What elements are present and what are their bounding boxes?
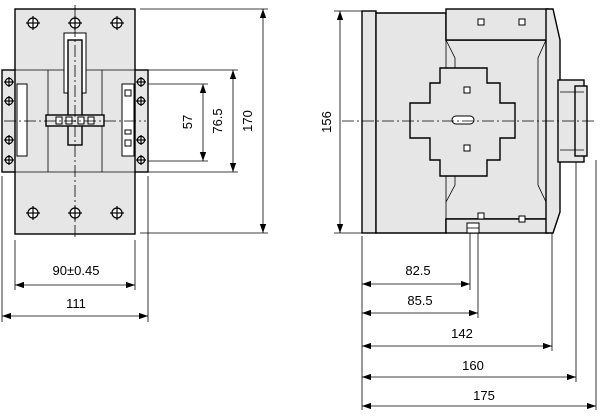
dim-label-156: 156 [319, 111, 334, 133]
screw-top-left [26, 16, 40, 30]
dim-label-142: 142 [451, 326, 473, 341]
dim-label-85-5: 85.5 [407, 293, 432, 308]
side-slot [451, 115, 475, 125]
dim-label-175: 175 [473, 388, 495, 403]
screw-top-right [110, 16, 124, 30]
side-view: 156 82.5 85.5 142 160 175 [319, 8, 597, 410]
dim-label-57: 57 [180, 115, 195, 129]
front-screws [4, 16, 146, 220]
screw-top-mid [68, 16, 82, 30]
dim-label-160: 160 [462, 358, 484, 373]
dim-label-170: 170 [240, 110, 255, 132]
side-base-flange [361, 10, 377, 234]
screw-bot-mid [68, 206, 82, 220]
dim-label-76-5: 76.5 [210, 108, 225, 133]
front-view: 57 76.5 170 90±0.45 111 [1, 5, 268, 322]
dim-label-82-5: 82.5 [405, 263, 430, 278]
screw-bot-right [110, 206, 124, 220]
dim-label-111: 111 [66, 296, 86, 311]
dim-label-90: 90±0.45 [53, 263, 100, 278]
screw-bot-left [26, 206, 40, 220]
